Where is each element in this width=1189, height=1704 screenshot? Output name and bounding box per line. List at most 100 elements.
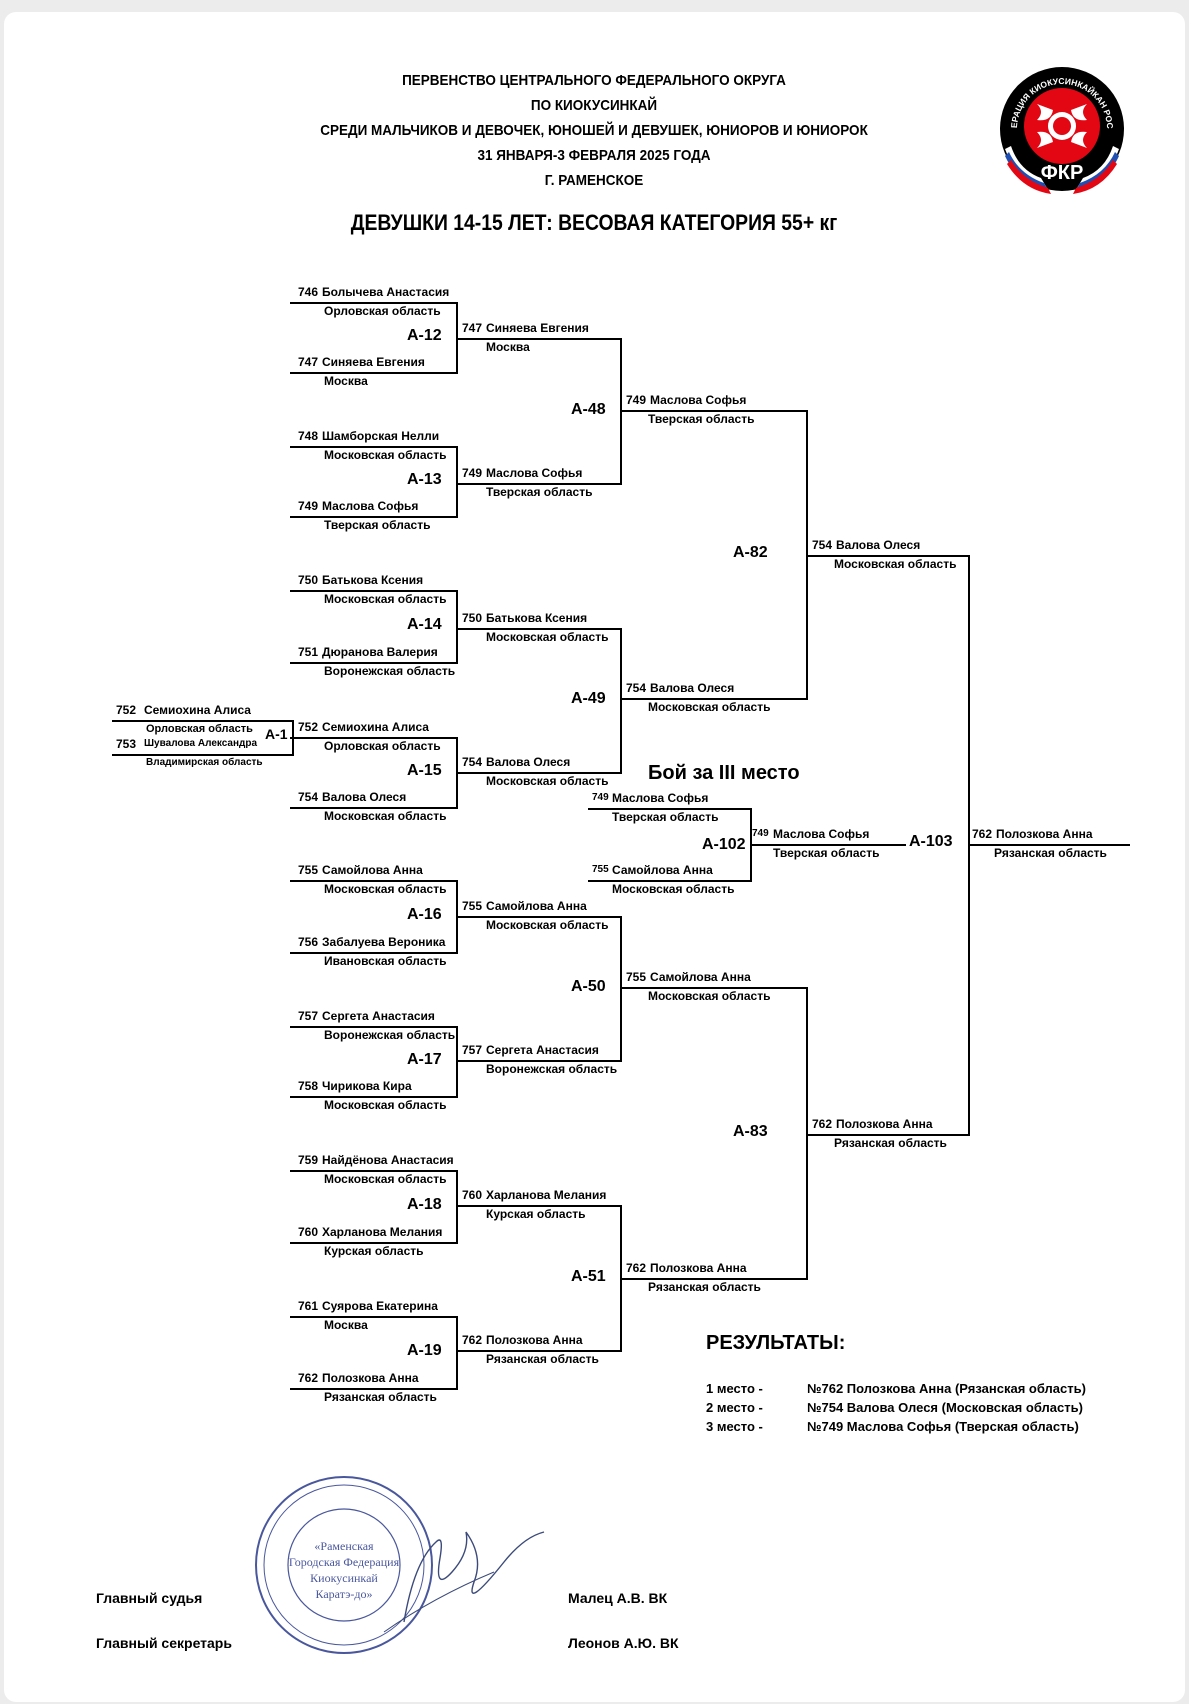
entrant-name: Полозкова Анна [836,1117,933,1131]
stamp-seal-icon: «Раменская Городская Федерация Киокусинк… [255,1476,433,1654]
round2-line [456,916,620,918]
bracket-sheet: ПЕРВЕНСТВО ЦЕНТРАЛЬНОГО ФЕДЕРАЛЬНОГО ОКР… [4,12,1185,1702]
round1-line [290,737,456,739]
category-title: ДЕВУШКИ 14-15 ЛЕТ: ВЕСОВАЯ КАТЕГОРИЯ 55+… [350,210,838,235]
entrant-region: Орловская область [146,723,253,735]
entrant-region: Московская область [648,989,771,1003]
round1-connector [456,1026,458,1098]
entrant-number: 749 [752,828,769,839]
round1-line [290,952,456,954]
header-line-2: ПО КИОКУСИНКАЙ [530,97,658,114]
entrant-number: 751 [298,645,319,659]
chief-judge-role: Главный судья [96,1590,203,1606]
entrant-region: Орловская область [324,739,441,753]
entrant-region: Московская область [324,1172,447,1186]
result-text-1: №762 Полозкова Анна (Рязанская область) [807,1381,1086,1396]
round0-connector [292,720,294,756]
entrant-region: Московская область [612,882,735,896]
entrant-number: 748 [298,429,319,443]
third-line [588,808,750,810]
entrant-number: 753 [116,737,137,751]
entrant-number: 762 [812,1117,833,1131]
round4-line [806,1134,968,1136]
entrant-number: 746 [298,285,319,299]
entrant-region: Московская область [648,700,771,714]
round1-line [290,1316,456,1318]
round1-line [290,1242,456,1244]
round1-line [290,302,456,304]
entrant-region: Курская область [324,1244,424,1258]
fkr-logo-icon: ФЕДЕРАЦИЯ КИОКУСИНКАЙКАН РОССИИ ФКР [997,64,1124,194]
entrant-region: Тверская область [324,518,431,532]
bout-r1-label: А-14 [407,616,442,633]
entrant-region: Рязанская область [834,1136,947,1150]
entrant-region: Московская область [834,557,957,571]
entrant-region: Московская область [324,592,447,606]
entrant-region: Московская область [486,774,609,788]
result-text-2: №754 Валова Олеся (Московская область) [807,1400,1083,1415]
entrant-number: 762 [298,1371,319,1385]
entrant-region: Тверская область [612,810,719,824]
entrant-name: Семиохина Алиса [144,703,251,717]
chief-secretary-role: Главный секретарь [96,1635,232,1651]
entrant-name: Найдёнова Анастасия [322,1153,454,1167]
bout-r1-label: А-16 [407,906,442,923]
round1-connector [456,590,458,664]
round1-line [290,1170,456,1172]
entrant-region: Москва [324,1318,368,1332]
entrant-region: Московская область [486,918,609,932]
bout-r1-label: А-13 [407,471,442,488]
entrant-number: 762 [972,827,993,841]
round0-line [112,720,292,722]
entrant-name: Харланова Мелания [486,1188,607,1202]
entrant-region: Москва [324,374,368,388]
round1-connector [456,1170,458,1244]
round2-line [456,628,620,630]
entrant-region: Московская область [324,1098,447,1112]
svg-text:ФКР: ФКР [1041,162,1084,184]
round1-line [290,880,456,882]
round2-line [456,483,620,485]
entrant-region: Тверская область [773,846,880,860]
round1-line [290,590,456,592]
entrant-region: Владимирская область [146,757,263,768]
bout-r1-label: А-12 [407,327,442,344]
entrant-name: Чирикова Кира [322,1079,412,1093]
bout-r1-label: А-17 [407,1051,442,1068]
round2-connector [620,916,622,1062]
bout-r1-label: А-18 [407,1196,442,1213]
entrant-number: 754 [812,538,833,552]
entrant-name: Шувалова Александра [144,738,258,749]
entrant-number: 762 [462,1333,483,1347]
entrant-number: 760 [462,1188,483,1202]
entrant-name: Самойлова Анна [322,863,423,877]
entrant-name: Самойлова Анна [612,863,713,877]
round0-line [112,754,292,756]
bout-r2-label: А-50 [571,978,606,995]
entrant-number: 754 [626,681,647,695]
entrant-region: Орловская область [324,304,441,318]
round3-connector [806,987,808,1280]
entrant-name: Харланова Мелания [322,1225,443,1239]
entrant-number: 750 [298,573,319,587]
entrant-name: Сергета Анастасия [322,1009,435,1023]
entrant-region: Воронежская область [324,1028,456,1042]
entrant-region: Курская область [486,1207,586,1221]
round2-line [456,1350,620,1352]
third-line [588,880,750,882]
entrant-region: Рязанская область [994,846,1107,860]
entrant-number: 760 [298,1225,319,1239]
entrant-name: Валова Олеся [650,681,735,695]
header-line-4: 31 ЯНВАРЯ-3 ФЕВРАЛЯ 2025 ГОДА [477,147,711,164]
entrant-number: 749 [298,499,319,513]
entrant-region: Москва [486,340,530,354]
bout-a1-label: А-1 [265,726,288,742]
bout-r3-label: А-83 [733,1122,768,1140]
final-line [968,844,1130,846]
round2-line [456,1205,620,1207]
entrant-name: Валова Олеся [836,538,921,552]
entrant-number: 754 [462,755,483,769]
entrant-region: Московская область [324,448,447,462]
entrant-name: Маслова Софья [486,466,583,480]
entrant-name: Самойлова Анна [486,899,587,913]
